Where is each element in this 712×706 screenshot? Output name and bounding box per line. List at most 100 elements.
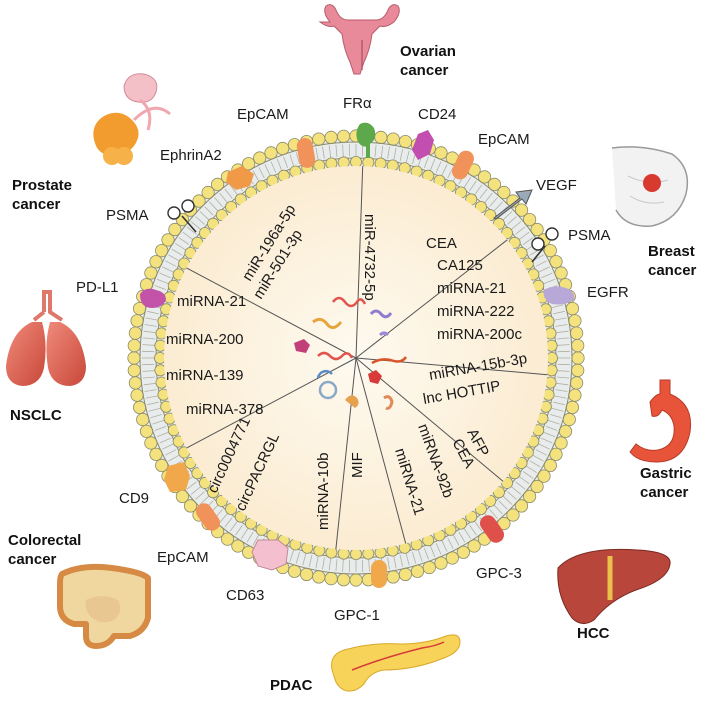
lipid-tail [159, 272, 171, 279]
lipid-tail [474, 184, 483, 195]
lipid-tail [535, 449, 547, 456]
lipid-head [569, 376, 584, 390]
lipid-head [128, 376, 142, 390]
lipid-tail [545, 426, 558, 431]
lipid-tail [148, 407, 161, 412]
psma-stem [181, 215, 197, 233]
lipid-head [336, 129, 351, 143]
lipid-head [211, 177, 225, 191]
lipid-tail [553, 310, 565, 315]
lipid-tail [474, 521, 483, 532]
lipid-head [546, 351, 559, 364]
lipid-tail [147, 401, 159, 406]
lipid-head [506, 508, 520, 522]
lipid-tail [322, 557, 325, 570]
lipid-head [568, 388, 582, 402]
lipid-tail [469, 180, 477, 192]
epcam-receptor-icon [195, 503, 221, 531]
lipid-tail [162, 266, 174, 273]
lipid-head [569, 326, 584, 340]
lipid-tail [219, 192, 228, 203]
lipid-tail [209, 201, 218, 211]
lipid-tail [328, 145, 332, 158]
fra-receptor-icon [366, 142, 370, 158]
lipid-head [467, 539, 481, 553]
cd24-receptor-icon [412, 130, 434, 160]
lipid-head [456, 545, 470, 559]
lipid-tail [186, 226, 197, 235]
lipid-tail [145, 395, 158, 399]
lipid-tail [380, 145, 384, 158]
lipid-head [299, 567, 314, 582]
lipid-tail [551, 304, 564, 309]
cargo-label: miRNA-200 [166, 331, 244, 348]
marker-label-epcam: EpCAM [478, 131, 530, 148]
lungs-icon [6, 290, 86, 386]
lipid-tail [214, 197, 223, 207]
lipid-tail [224, 517, 233, 528]
lipid-head [312, 132, 326, 146]
lipid-head [398, 135, 412, 149]
lipid-tail [515, 226, 526, 235]
gpc1-receptor-icon [371, 560, 387, 588]
lipid-tail [150, 414, 163, 419]
lipid-tail [463, 177, 472, 188]
lipid-tail [405, 150, 410, 163]
lipid-head [349, 573, 363, 587]
lipid-tail [308, 555, 313, 567]
outer-leaflet [139, 141, 573, 575]
lipid-tail [152, 420, 165, 425]
rna-hairpin-icon [383, 395, 394, 410]
lipid-tail [156, 432, 169, 438]
protein-blob-icon [368, 370, 382, 384]
lipid-tail [405, 553, 410, 566]
marker-label-psma: PSMA [568, 227, 611, 244]
lipid-head [130, 388, 144, 402]
lipid-tail [556, 330, 569, 334]
lipid-tail [199, 496, 209, 505]
lipid-head [487, 177, 501, 191]
lipid-tail [469, 524, 477, 536]
lipid-tail [276, 158, 282, 171]
lipid-head [168, 222, 182, 237]
lipid-tail [557, 344, 570, 346]
lipid-tail [156, 278, 169, 284]
lipid-tail [322, 146, 325, 159]
lipid-tail [555, 324, 568, 327]
gpc3-receptor-icon [479, 515, 505, 543]
lipid-tail [315, 147, 319, 160]
circrna-icon [318, 380, 338, 400]
marker-label-cd24: CD24 [418, 106, 456, 123]
lipid-tail [165, 449, 177, 456]
lipid-head [537, 469, 551, 483]
cargo-label: miRNA-200c [437, 326, 523, 343]
lipid-tail [556, 382, 569, 386]
lipid-tail [522, 237, 534, 245]
lipid-head [514, 499, 529, 513]
lipid-tail [541, 437, 553, 444]
lipid-head [133, 400, 147, 414]
marker-label-epcam: EpCAM [157, 549, 209, 566]
lipid-tail [175, 242, 186, 251]
sector-divider [186, 267, 357, 359]
sector-divider [335, 357, 357, 549]
lipid-tail [144, 389, 157, 392]
lipid-tail [554, 395, 567, 399]
lipid-tail [142, 337, 155, 340]
lipid-tail [186, 481, 197, 490]
lipid-tail [235, 524, 243, 536]
lipid-head [386, 570, 400, 584]
lipid-tail [159, 437, 171, 444]
lipid-head [127, 363, 141, 377]
lipid-tail [335, 144, 338, 157]
lipid-tail [154, 426, 167, 431]
lipid-head [522, 489, 537, 503]
lipid-tail [195, 216, 205, 225]
lipid-tail [368, 559, 370, 572]
cargo-molecules [294, 296, 408, 410]
pancreas-icon [331, 634, 461, 692]
lipid-head [568, 314, 582, 328]
stomach-icon [629, 379, 692, 463]
